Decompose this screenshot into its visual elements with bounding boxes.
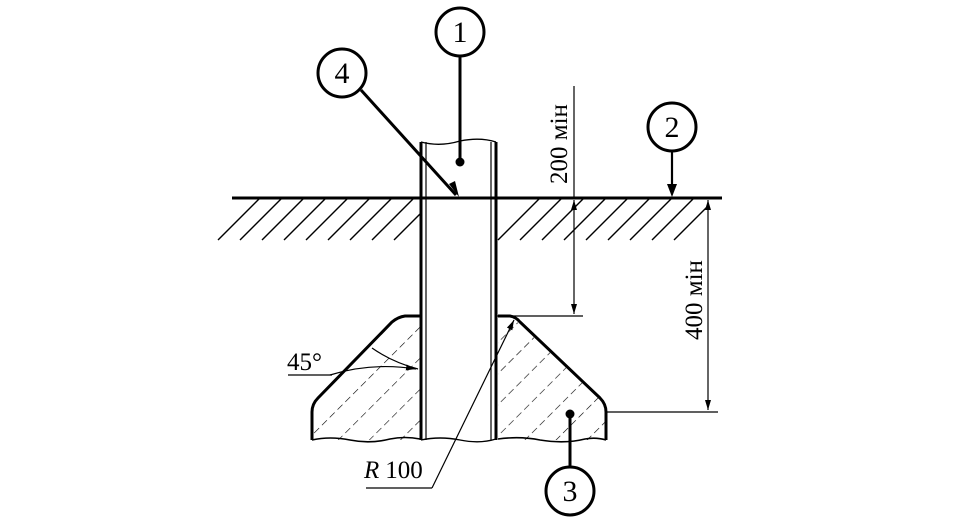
radius-value: 100 xyxy=(385,457,423,484)
callout-4-number: 4 xyxy=(335,57,350,90)
callout-3: 3 xyxy=(544,409,596,517)
angle-label: 45° xyxy=(287,349,322,376)
soil-hatching xyxy=(217,197,709,241)
callout-4: 4 xyxy=(316,47,459,197)
callout-2-number: 2 xyxy=(665,111,680,144)
wooden-post xyxy=(419,138,498,443)
depth-above-label: 200 мін xyxy=(546,104,573,184)
depth-total-label: 400 мін xyxy=(681,260,708,340)
callout-1: 1 xyxy=(434,6,486,167)
callout-1-number: 1 xyxy=(453,16,468,49)
dimension-depth-above: 200 мін xyxy=(497,86,583,317)
callout-2: 2 xyxy=(646,101,698,197)
radius-symbol: R xyxy=(363,457,379,484)
callout-3-number: 3 xyxy=(563,475,578,508)
dimension-depth-total: 400 мін xyxy=(606,200,718,413)
angle-annotation: 45° xyxy=(287,347,419,376)
concrete-foundation xyxy=(310,314,608,443)
